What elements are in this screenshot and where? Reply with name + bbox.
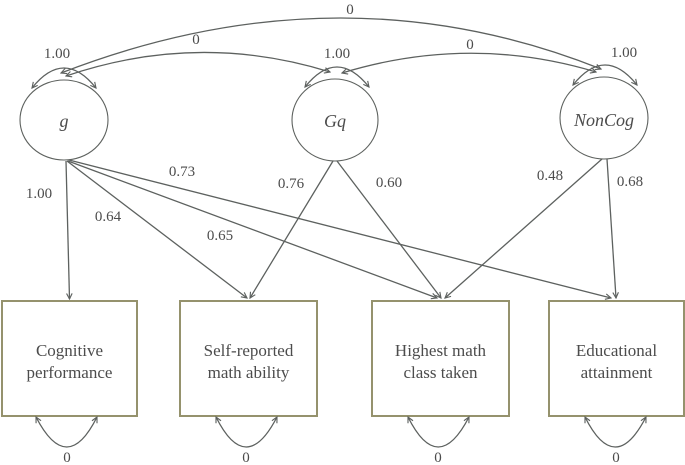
covariance-arrow-g-noncog [61,17,601,73]
loading-value-noncog-highestmath: 0.48 [537,168,563,184]
loading-arrow-g-cognitive [65,160,70,299]
loading-value-g-selfreported: 0.64 [95,209,122,225]
loading-arrow-g-educational [68,159,611,298]
observed-label-educational-line1: Educational [576,341,657,360]
observed-label-cognitive-line1: Cognitive [36,341,103,360]
residual-loop-selfreported [215,417,278,448]
loading-value-g-educational: 0.73 [169,164,195,180]
loading-arrow-gq-selfreported [250,160,334,298]
variance-loop-noncog [573,64,637,85]
loading-arrow-gq-highestmath [336,160,441,298]
loading-arrow-g-selfreported [66,160,247,298]
observed-label-highestmath-line1: Highest math [395,341,487,360]
residual-value-cognitive: 0 [63,450,71,465]
variance-value-gq: 1.00 [324,46,350,62]
latent-label-gq: Gq [324,111,346,131]
observed-box-educational-attainment [548,300,685,417]
covariance-value-g-gq: 0 [192,32,200,48]
latent-circle-g [19,79,109,161]
residual-loop-cognitive [35,417,98,448]
latent-circle-gq [291,78,379,162]
observed-box-cognitive-performance [1,300,138,417]
residual-value-highestmath: 0 [434,450,442,465]
observed-box-highest-math-class [371,300,510,417]
loading-value-gq-selfreported: 0.76 [278,176,305,192]
variance-loop-gq [305,66,369,87]
latent-label-noncog: NonCog [573,110,634,130]
loading-value-gq-highestmath: 0.60 [376,175,402,191]
observed-label-selfreported-line1: Self-reported [204,341,294,360]
loading-value-g-highestmath: 0.65 [207,228,233,244]
loading-arrow-g-highestmath [67,160,437,298]
observed-label-cognitive-line2: performance [27,363,113,382]
observed-box-self-reported-math [179,300,318,417]
latent-circle-noncog [559,76,649,160]
residual-value-educational: 0 [612,450,620,465]
loading-arrow-noncog-educational [606,158,616,298]
variance-value-noncog: 1.00 [611,45,637,61]
observed-label-highestmath-line2: class taken [403,363,478,382]
residual-value-selfreported: 0 [242,450,250,465]
loading-value-noncog-educational: 0.68 [617,174,643,190]
latent-label-g: g [60,111,69,131]
residual-loop-highestmath [407,417,470,448]
covariance-value-gq-noncog: 0 [466,37,474,53]
variance-loop-g [32,67,96,88]
covariance-value-g-noncog: 0 [346,2,354,18]
observed-label-educational-line2: attainment [581,363,653,382]
covariance-arrow-gq-noncog [342,52,596,73]
loading-arrow-noncog-highestmath [445,158,603,298]
residual-loop-educational [584,417,647,448]
covariance-arrow-g-gq [66,51,330,76]
observed-label-selfreported-line2: math ability [208,363,290,382]
loading-value-g-cognitive: 1.00 [26,186,52,202]
variance-value-g: 1.00 [44,46,70,62]
